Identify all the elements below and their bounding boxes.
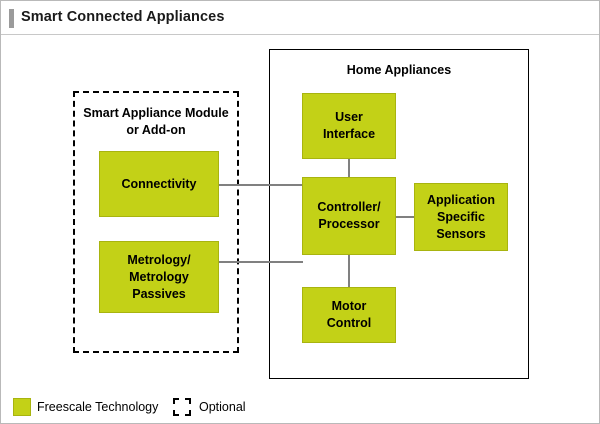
title-bar: Smart Connected Appliances bbox=[1, 1, 599, 34]
group-smart-appliance-module-label-line1: Smart Appliance Module bbox=[83, 106, 229, 120]
block-connectivity-label: Connectivity bbox=[121, 176, 197, 191]
block-application-specific-sensors-label-line3: Sensors bbox=[436, 226, 486, 241]
block-controller-processor-label-line1: Controller/ bbox=[317, 200, 381, 214]
block-motor-control[interactable]: Motor Control bbox=[302, 287, 396, 343]
title-accent-bar bbox=[9, 9, 14, 28]
group-smart-appliance-module bbox=[73, 91, 239, 353]
block-user-interface-label-line2: Interface bbox=[322, 127, 376, 141]
group-smart-appliance-module-label: Smart Appliance Module or Add-on bbox=[75, 105, 237, 139]
block-connectivity[interactable]: Connectivity bbox=[99, 151, 219, 217]
block-metrology-label-line3: Passives bbox=[132, 286, 186, 301]
block-metrology[interactable]: Metrology/ Metrology Passives bbox=[99, 241, 219, 313]
group-smart-appliance-module-label-line2: or Add-on bbox=[126, 123, 186, 137]
title-divider bbox=[1, 34, 599, 35]
connector-metrology-to-controller bbox=[219, 261, 303, 263]
connector-user-interface-to-controller bbox=[348, 158, 350, 180]
block-metrology-label-line2: Metrology bbox=[129, 269, 189, 284]
block-user-interface-label-line1: User bbox=[335, 110, 363, 124]
legend-swatch-freescale-technology bbox=[13, 398, 31, 416]
legend-label-optional: Optional bbox=[199, 400, 246, 414]
page-title: Smart Connected Appliances bbox=[21, 9, 225, 25]
block-controller-processor-label-line2: Processor bbox=[318, 217, 380, 231]
legend-label-freescale-technology: Freescale Technology bbox=[37, 400, 159, 414]
connector-controller-to-sensors bbox=[393, 216, 415, 218]
block-application-specific-sensors-label-line2: Specific bbox=[437, 209, 485, 224]
connector-connectivity-to-controller bbox=[219, 184, 303, 186]
group-home-appliances-label: Home Appliances bbox=[346, 63, 452, 77]
block-user-interface[interactable]: User Interface bbox=[302, 93, 396, 159]
group-home-appliances bbox=[269, 49, 529, 379]
block-controller-processor[interactable]: Controller/ Processor bbox=[302, 177, 396, 255]
block-application-specific-sensors[interactable]: Application Specific Sensors bbox=[414, 183, 508, 251]
legend-swatch-optional bbox=[173, 398, 191, 416]
block-application-specific-sensors-label-line1: Application bbox=[426, 192, 496, 207]
block-motor-control-label-line1: Motor bbox=[331, 299, 367, 313]
block-metrology-label-line1: Metrology/ bbox=[127, 252, 191, 267]
block-motor-control-label-line2: Control bbox=[326, 316, 372, 330]
connector-controller-to-motor-control bbox=[348, 255, 350, 287]
